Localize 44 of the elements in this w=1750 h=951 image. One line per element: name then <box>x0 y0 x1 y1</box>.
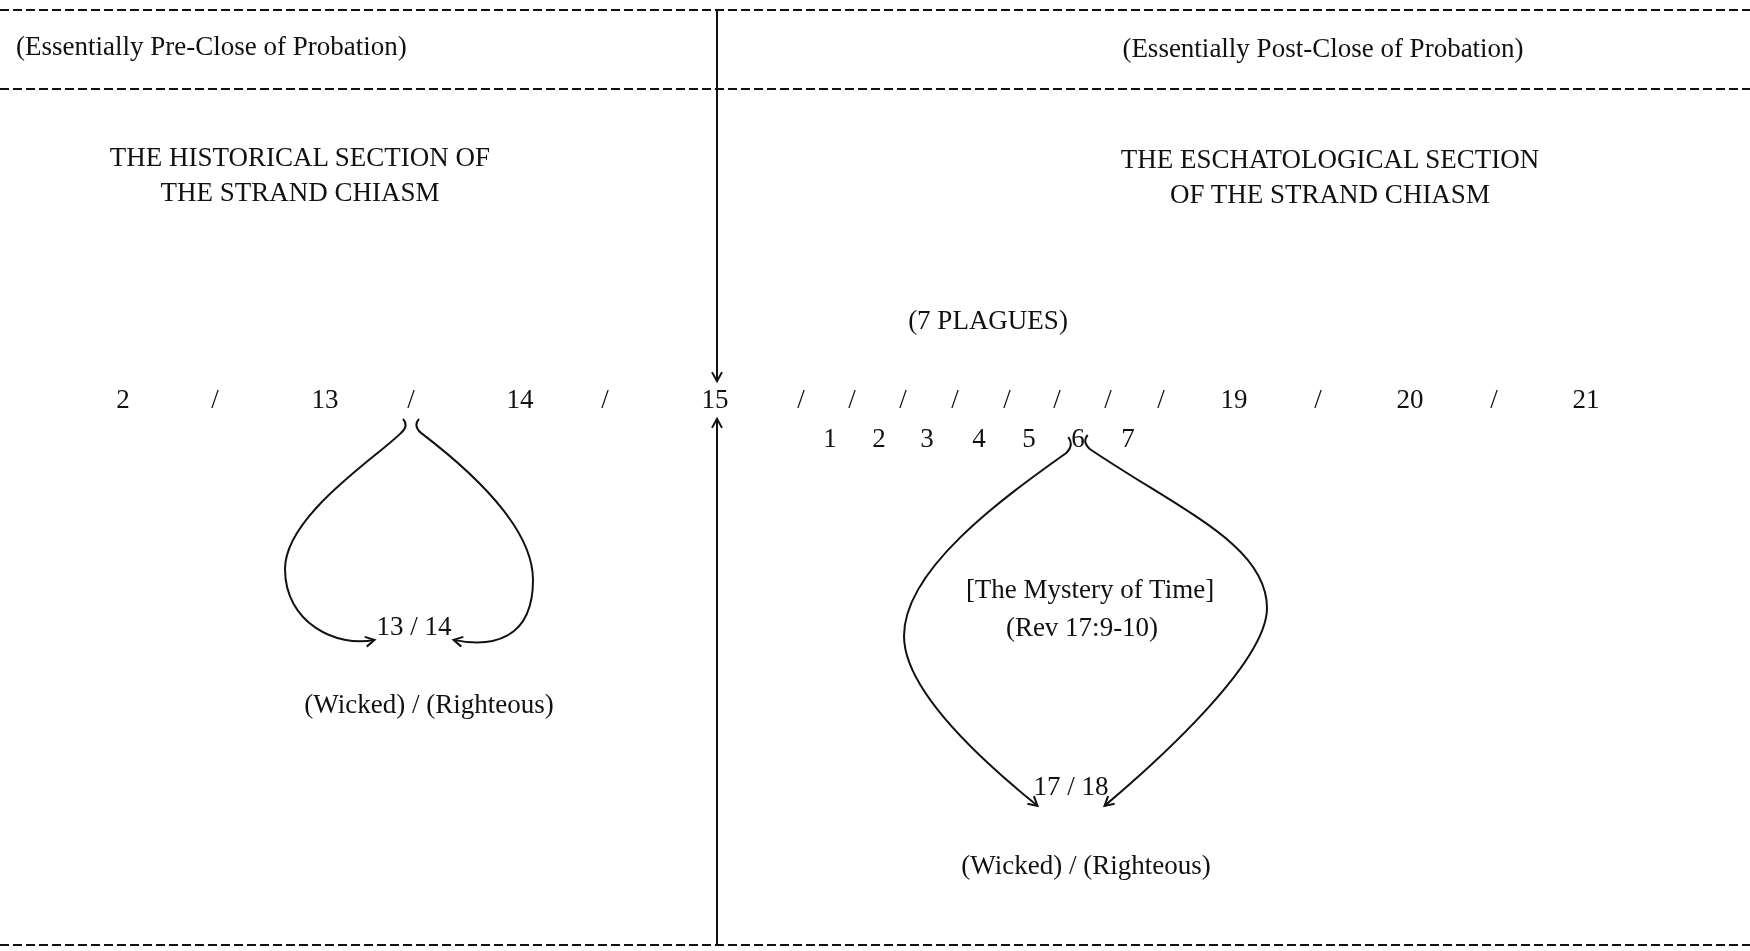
chiasm-pair-label: 13 / 14 <box>376 610 452 644</box>
sequence-label: 7 <box>1121 422 1135 456</box>
sequence-label: 20 <box>1396 383 1424 417</box>
sequence-label: / <box>1104 383 1112 417</box>
sequence-label: 1 <box>823 422 837 456</box>
sequence-label: 4 <box>972 422 986 456</box>
sequence-label: / <box>951 383 959 417</box>
center-caption: [The Mystery of Time] <box>965 573 1215 607</box>
sequence-label: / <box>1053 383 1061 417</box>
sequence-label: / <box>1490 383 1498 417</box>
group-label: (7 PLAGUES) <box>908 304 1068 338</box>
sequence-label: 3 <box>920 422 934 456</box>
outcome-label: (Wicked) / (Righteous) <box>304 688 554 722</box>
section-heading: (Essentially Pre-Close of Probation) <box>16 30 407 63</box>
sequence-label: 6 <box>1071 422 1085 456</box>
sequence-label: / <box>1003 383 1011 417</box>
sequence-label: 13 <box>311 383 339 417</box>
sequence-label: / <box>797 383 805 417</box>
sequence-label: 14 <box>506 383 534 417</box>
curved-arrow <box>415 417 534 648</box>
curved-arrow <box>1084 434 1268 807</box>
section-title: THE ESCHATOLOGICAL SECTION OF THE STRAND CHIASM <box>1119 143 1541 212</box>
section-heading: (Essentially Post-Close of Probation) <box>1122 32 1524 66</box>
arrow <box>711 9 723 383</box>
sequence-label: / <box>1157 383 1165 417</box>
sequence-label: / <box>601 383 609 417</box>
sequence-label: 19 <box>1220 383 1248 417</box>
curved-arrow <box>284 417 407 648</box>
sequence-label: 15 <box>701 383 729 417</box>
curved-arrow <box>903 436 1072 807</box>
sequence-label: / <box>211 383 219 417</box>
sequence-label: 2 <box>116 383 130 417</box>
outcome-label: (Wicked) / (Righteous) <box>961 849 1211 883</box>
sequence-label: / <box>1314 383 1322 417</box>
arrow <box>711 417 723 946</box>
sequence-label: 2 <box>872 422 886 456</box>
center-caption: (Rev 17:9-10) <box>1005 611 1159 645</box>
sequence-label: / <box>848 383 856 417</box>
chiasm-pair-label: 17 / 18 <box>1033 770 1109 804</box>
section-title: THE HISTORICAL SECTION OF THE STRAND CHIASM <box>108 141 492 210</box>
sequence-label: / <box>899 383 907 417</box>
sequence-label: / <box>407 383 415 417</box>
sequence-label: 5 <box>1022 422 1036 456</box>
sequence-label: 21 <box>1572 383 1600 417</box>
